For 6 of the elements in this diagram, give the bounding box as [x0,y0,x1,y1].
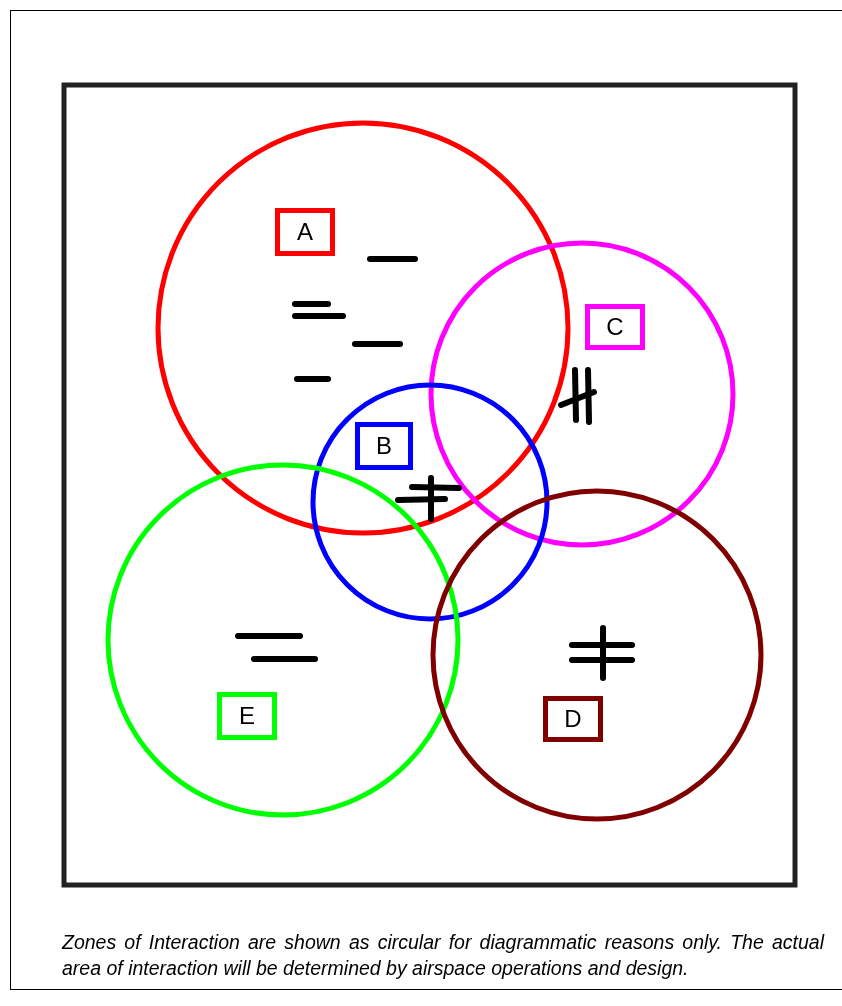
zone-label: A [275,208,335,256]
zone-label: D [543,696,603,742]
zone-label: C [585,304,645,350]
caption: Zones of Interaction are shown as circular for diagrammatic reasons only. The actual area of interaction will be determined by airspace operations and design. [62,930,824,981]
zone-label: E [217,692,277,740]
zone-label: B [355,422,413,470]
